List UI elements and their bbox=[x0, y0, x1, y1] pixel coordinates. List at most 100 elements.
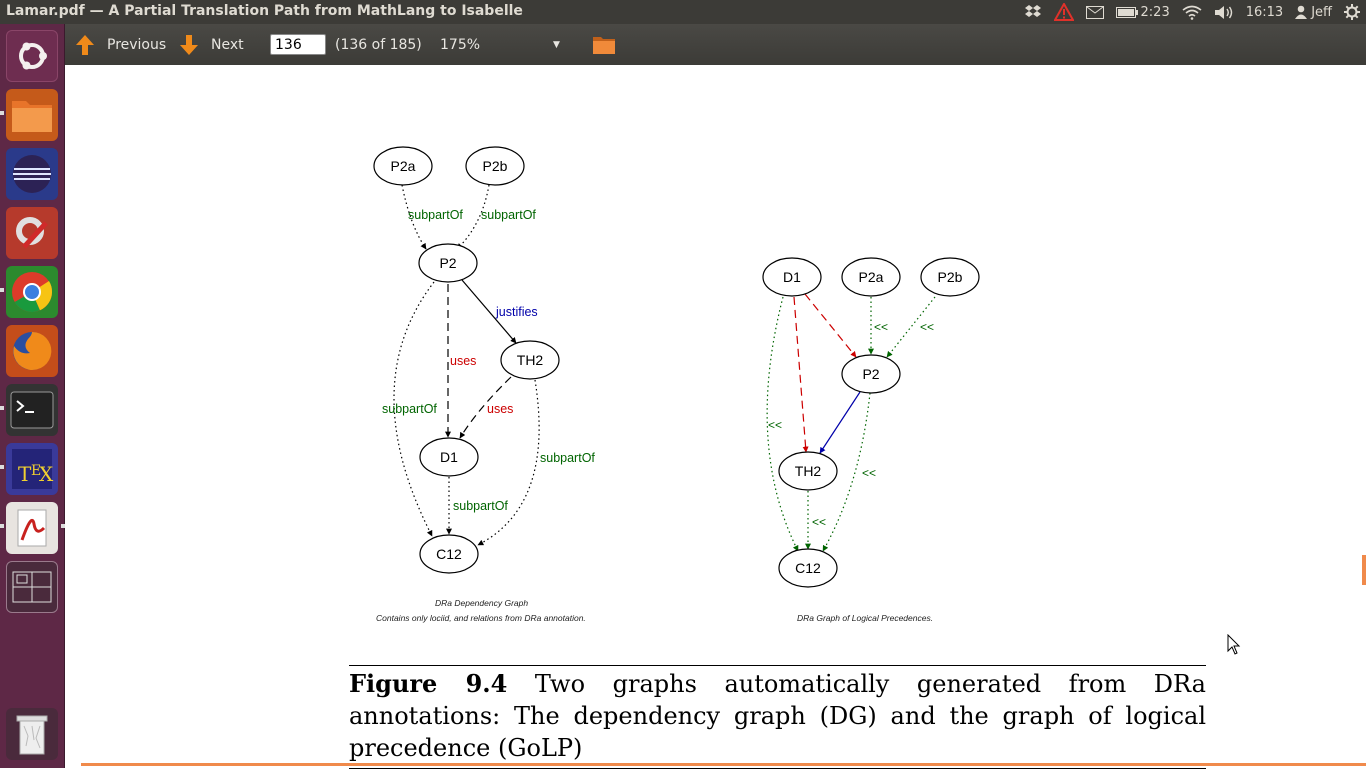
user-icon bbox=[1295, 5, 1308, 19]
user-menu[interactable]: Jeff bbox=[1295, 5, 1332, 20]
golp-node-p2: P2 bbox=[841, 354, 901, 394]
dg-label-th2-d1: uses bbox=[487, 402, 513, 416]
dg-edge-p2-th2 bbox=[461, 279, 517, 344]
golp-edge-d1-c12 bbox=[766, 296, 799, 552]
dg-caption-title: DRa Dependency Graph bbox=[435, 598, 529, 608]
open-file-button[interactable] bbox=[592, 24, 616, 65]
window-title: Lamar.pdf — A Partial Translation Path f… bbox=[6, 3, 523, 19]
terminal-icon bbox=[10, 391, 54, 429]
golp-label-p2-c12: << bbox=[862, 466, 876, 480]
figure-graphs: subpartOf subpartOf justifies uses uses … bbox=[373, 146, 980, 588]
next-label: Next bbox=[211, 36, 244, 53]
golp-edges bbox=[766, 293, 936, 552]
dg-node-d1: D1 bbox=[419, 437, 479, 477]
folder-icon bbox=[12, 101, 52, 132]
trash-button[interactable] bbox=[6, 708, 58, 760]
golp-label-p2a-p2: << bbox=[874, 320, 888, 334]
dg-edges bbox=[393, 184, 540, 546]
golp-node-d1: D1 bbox=[762, 257, 822, 297]
dg-label-p2-th2: justifies bbox=[495, 305, 538, 319]
user-name: Jeff bbox=[1311, 4, 1332, 20]
svg-text:P2a: P2a bbox=[391, 158, 416, 174]
dg-label-th2-c12: subpartOf bbox=[540, 451, 595, 465]
golp-label-d1-c12: << bbox=[768, 418, 782, 432]
page-number-input[interactable] bbox=[270, 34, 326, 55]
workspace-switcher-button[interactable] bbox=[6, 561, 58, 613]
svg-text:C12: C12 bbox=[436, 546, 462, 562]
svg-text:P2: P2 bbox=[439, 255, 456, 271]
zoom-select[interactable]: 175% ▼ bbox=[440, 24, 565, 65]
chrome-icon bbox=[12, 272, 53, 312]
previous-label: Previous bbox=[107, 36, 167, 53]
dropbox-icon[interactable] bbox=[1024, 4, 1042, 20]
svg-text:C12: C12 bbox=[795, 560, 821, 576]
dg-label-p2a-p2: subpartOf bbox=[408, 208, 463, 222]
eclipse-button[interactable] bbox=[6, 148, 58, 200]
wifi-icon[interactable] bbox=[1182, 5, 1202, 20]
pdf-viewer-icon bbox=[17, 509, 47, 547]
golp-label-p2b-p2: << bbox=[920, 320, 934, 334]
golp-node-c12: C12 bbox=[778, 548, 838, 588]
battery-icon bbox=[1115, 6, 1138, 18]
svg-text:P2a: P2a bbox=[859, 269, 884, 285]
firefox-icon bbox=[13, 331, 52, 370]
figure-label: Figure 9.4 bbox=[349, 669, 508, 698]
settings-tools-icon bbox=[16, 217, 48, 249]
battery-indicator[interactable]: 2:23 bbox=[1115, 5, 1170, 20]
warning-icon[interactable] bbox=[1053, 3, 1074, 21]
page-bottom-rule bbox=[81, 763, 1366, 766]
svg-text:D1: D1 bbox=[440, 449, 458, 465]
arrow-up-icon bbox=[76, 34, 94, 55]
golp-node-p2a: P2a bbox=[841, 257, 901, 297]
golp-label-th2-c12: << bbox=[812, 515, 826, 529]
dg-caption-sub: Contains only lociid, and relations from… bbox=[376, 613, 586, 623]
dg-edge-labels: subpartOf subpartOf justifies uses uses … bbox=[382, 208, 595, 513]
chrome-button[interactable] bbox=[6, 266, 58, 318]
svg-text:P2: P2 bbox=[862, 366, 879, 382]
files-button[interactable] bbox=[6, 89, 58, 141]
clock[interactable]: 16:13 bbox=[1245, 4, 1284, 20]
previous-button[interactable]: Previous bbox=[75, 24, 166, 65]
dg-edge-th2-d1 bbox=[459, 376, 512, 439]
system-settings-button[interactable] bbox=[6, 207, 58, 259]
terminal-button[interactable] bbox=[6, 384, 58, 436]
dg-label-p2-c12: subpartOf bbox=[382, 402, 437, 416]
top-panel: Lamar.pdf — A Partial Translation Path f… bbox=[0, 0, 1366, 24]
next-button[interactable]: Next bbox=[179, 24, 244, 65]
page-count: (136 of 185) bbox=[335, 36, 422, 53]
zoom-value: 175% bbox=[440, 36, 481, 53]
power-gear-icon[interactable] bbox=[1344, 4, 1360, 20]
golp-caption-title: DRa Graph of Logical Precedences. bbox=[797, 613, 934, 623]
svg-text:D1: D1 bbox=[783, 269, 801, 285]
dg-node-p2b: P2b bbox=[465, 146, 525, 186]
svg-text:P2b: P2b bbox=[938, 269, 963, 285]
golp-node-p2b: P2b bbox=[920, 257, 980, 297]
golp-edge-p2b-p2 bbox=[886, 296, 936, 358]
volume-icon[interactable] bbox=[1214, 5, 1234, 20]
dg-edge-p2-c12 bbox=[393, 281, 435, 537]
scroll-position-marker[interactable] bbox=[1362, 555, 1366, 585]
golp-edge-labels: << << << << << bbox=[768, 320, 934, 529]
svg-text:E: E bbox=[31, 463, 41, 479]
dg-node-c12: C12 bbox=[419, 534, 479, 574]
golp-edge-p2-th2 bbox=[819, 391, 861, 454]
firefox-button[interactable] bbox=[6, 325, 58, 377]
dg-label-p2b-p2: subpartOf bbox=[481, 208, 536, 222]
dg-edge-p2a-p2 bbox=[401, 184, 427, 250]
svg-text:TH2: TH2 bbox=[795, 463, 822, 479]
svg-text:TH2: TH2 bbox=[517, 352, 544, 368]
dg-node-th2: TH2 bbox=[500, 340, 560, 380]
dg-node-p2a: P2a bbox=[373, 146, 433, 186]
mail-icon[interactable] bbox=[1085, 5, 1104, 19]
ubuntu-logo-icon bbox=[19, 42, 47, 70]
dg-node-p2: P2 bbox=[418, 243, 478, 283]
figure-text: Two graphs automatically generated from … bbox=[349, 670, 1206, 762]
dash-home-button[interactable] bbox=[6, 30, 58, 82]
svg-text:P2b: P2b bbox=[483, 158, 508, 174]
golp-edge-d1-p2 bbox=[804, 293, 857, 358]
document-viewer-button[interactable] bbox=[6, 502, 58, 554]
chevron-down-icon: ▼ bbox=[553, 39, 560, 50]
